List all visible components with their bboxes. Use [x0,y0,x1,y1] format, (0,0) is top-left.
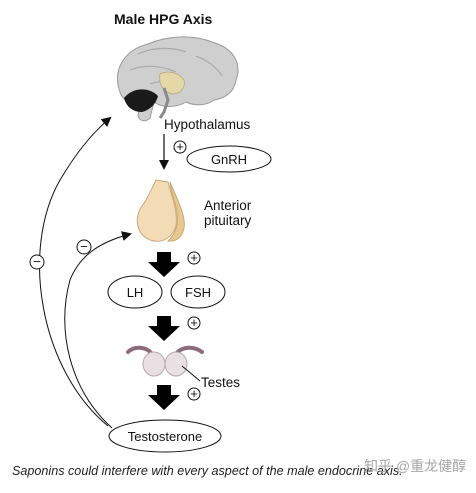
anterior-pituitary-label: Anterior pituitary [204,198,252,228]
diagram-title: Male HPG Axis [114,11,213,27]
hypothalamus-label: Hypothalamus [164,117,251,132]
brain-illustration [117,36,239,122]
svg-text:+: + [190,386,198,401]
testosterone-oval: Testosterone [108,419,222,453]
testes-to-testosterone-arrow [148,385,180,410]
svg-text:−: − [33,254,41,269]
plus-sign-testes: + [187,315,201,330]
plus-sign-gnrh: + [173,139,187,154]
minus-sign-pituitary: − [76,239,92,255]
svg-text:+: + [190,250,198,265]
lh-label: LH [127,285,144,300]
svg-text:+: + [176,139,184,154]
pituitary-illustration [136,179,185,242]
gonadotropins-to-testes-arrow [148,316,180,341]
lh-oval: LH [107,275,163,309]
testes-label: Testes [201,375,241,390]
plus-sign-gonadotropins: + [187,250,201,265]
pituitary-to-gonadotropins-arrow [148,252,180,277]
svg-text:−: − [80,239,88,254]
watermark: 知乎 @重龙健醇 [364,458,467,474]
svg-text:+: + [190,315,198,330]
figure-caption: Saponins could interfere with every aspe… [12,464,403,478]
feedback-to-pituitary-arrow [64,231,132,429]
minus-sign-hypothalamus: − [29,254,45,270]
fsh-oval: FSH [170,275,226,309]
feedback-to-hypothalamus-arrow [39,116,112,427]
testes-pointer-line [181,365,201,382]
plus-sign-testosterone: + [187,386,201,401]
fsh-label: FSH [185,285,211,300]
testosterone-label: Testosterone [128,429,202,444]
gnrh-label: GnRH [211,152,247,167]
testes-illustration [126,345,204,377]
gnrh-oval: GnRH [186,145,272,173]
